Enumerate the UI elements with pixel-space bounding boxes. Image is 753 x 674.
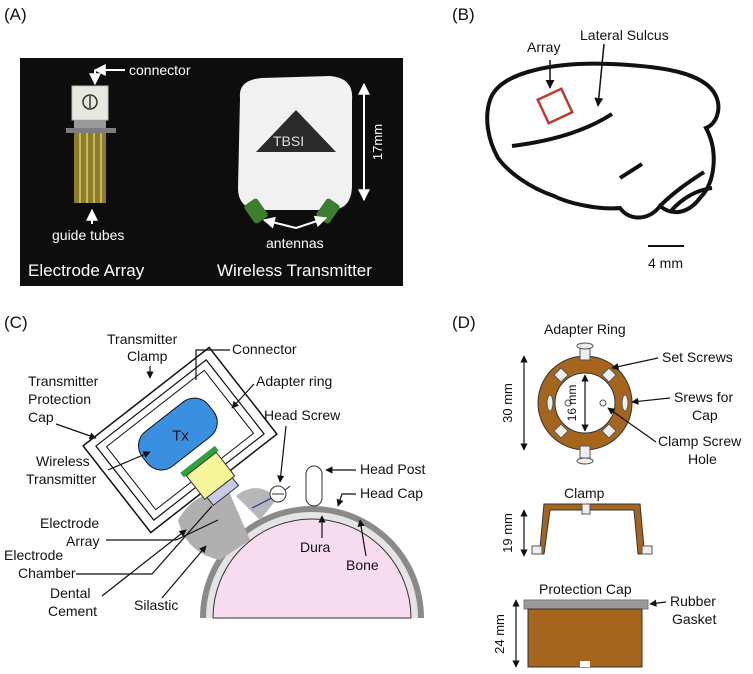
rubber-gasket [523, 599, 649, 610]
dental-cement [178, 493, 250, 560]
brain-tissue [212, 518, 412, 619]
lateral-sulcus-line [511, 112, 614, 148]
tbsi-logo: TBSI [273, 133, 304, 149]
array-box [536, 87, 574, 125]
set-screw-icons [546, 342, 629, 465]
electrode-chamber-label-1: Electrode [4, 547, 63, 563]
protection-cap-shape [527, 608, 643, 668]
head-post-label: Head Post [360, 461, 425, 477]
panel-c-tag: (C) [4, 313, 28, 332]
scale-label: 4 mm [648, 255, 683, 271]
clamp-title: Clamp [564, 485, 605, 501]
brain-outline [485, 61, 721, 220]
size-label: 17mm [370, 124, 385, 160]
array-label: Array [527, 39, 560, 55]
electrode-array-label-2: Array [66, 533, 99, 549]
protection-cap-label-1: Transmitter [28, 373, 99, 389]
outer-diameter-label: 30 mm [500, 383, 515, 423]
caption-electrode-array: Electrode Array [28, 261, 145, 280]
screws-cap-label-1: Srews for [674, 389, 733, 405]
dental-cement-label-1: Dental [50, 585, 90, 601]
wireless-transmitter-c [138, 397, 218, 471]
electrode-chamber-label-2: Chamber [18, 565, 76, 581]
screws-cap-label-2: Cap [692, 407, 718, 423]
protection-cap-label-2: Protection [28, 391, 91, 407]
dura-label: Dura [300, 539, 331, 555]
antenna-arrow-right [295, 215, 328, 229]
cap-dimension-label: 24 mm [492, 614, 507, 654]
adapter-ring-label: Adapter ring [256, 373, 332, 389]
antenna-arrow-left [262, 216, 297, 229]
transmitter-assembly: Tx [82, 346, 278, 534]
panel-c: (C) Tx Transmitter Clamp Connector Trans [4, 313, 425, 619]
panel-a: (A) connector guide tubes Electrode Arra… [4, 5, 403, 286]
panel-b: (B) Array Lateral Sulcus 4 mm [452, 5, 721, 271]
panel-d-tag: (D) [452, 313, 476, 332]
sulcus-arrow [594, 43, 605, 107]
head-cap-label: Head Cap [360, 485, 423, 501]
silastic-label: Silastic [134, 597, 178, 613]
protection-cap-label-3: Cap [28, 409, 54, 425]
connector-c [180, 445, 219, 478]
transmitter-clamp-label-2: Clamp [127, 348, 168, 364]
head-post [305, 465, 323, 507]
silastic [236, 488, 276, 520]
wireless-transmitter-photo: TBSI [238, 76, 353, 224]
rubber-gasket-label-1: Rubber [670, 593, 716, 609]
clamp-shape [535, 503, 647, 555]
inner-diameter-label: 16 mm [565, 385, 579, 422]
clamp-dimension-label: 19 mm [500, 513, 515, 553]
clamp-hole-label-2: Hole [688, 451, 717, 467]
electrode-array-photo [66, 85, 116, 203]
protection-cap-title: Protection Cap [539, 581, 632, 597]
set-screws-label: Set Screws [662, 349, 733, 365]
caption-wireless-transmitter: Wireless Transmitter [217, 261, 372, 280]
rubber-gasket-label-2: Gasket [672, 611, 716, 627]
panel-a-tag: (A) [4, 5, 27, 24]
electrode-array-c [206, 477, 240, 507]
connector-label-c: Connector [232, 341, 297, 357]
tx-label: Tx [172, 428, 189, 445]
lateral-sulcus-label: Lateral Sulcus [580, 27, 669, 43]
clamp-screw-icons [531, 503, 653, 555]
antennas-label: antennas [266, 235, 324, 251]
adapter-ring-title: Adapter Ring [544, 321, 626, 337]
panel-b-tag: (B) [452, 5, 475, 24]
wireless-label-2: Transmitter [26, 471, 97, 487]
transmitter-clamp-label-1: Transmitter [107, 331, 178, 347]
bone-label: Bone [346, 557, 379, 573]
head-screw-label: Head Screw [264, 407, 341, 423]
wireless-label-1: Wireless [36, 453, 90, 469]
dental-cement-label-2: Cement [48, 603, 97, 619]
panel-d: (D) Adapter Ring 16 mm 30 mm Set Screws … [452, 313, 742, 668]
guide-tubes-label: guide tubes [52, 227, 124, 243]
clamp-hole-label-1: Clamp Screw [658, 433, 742, 449]
electrode-array-label-1: Electrode [40, 515, 99, 531]
connector-label: connector [129, 62, 191, 78]
